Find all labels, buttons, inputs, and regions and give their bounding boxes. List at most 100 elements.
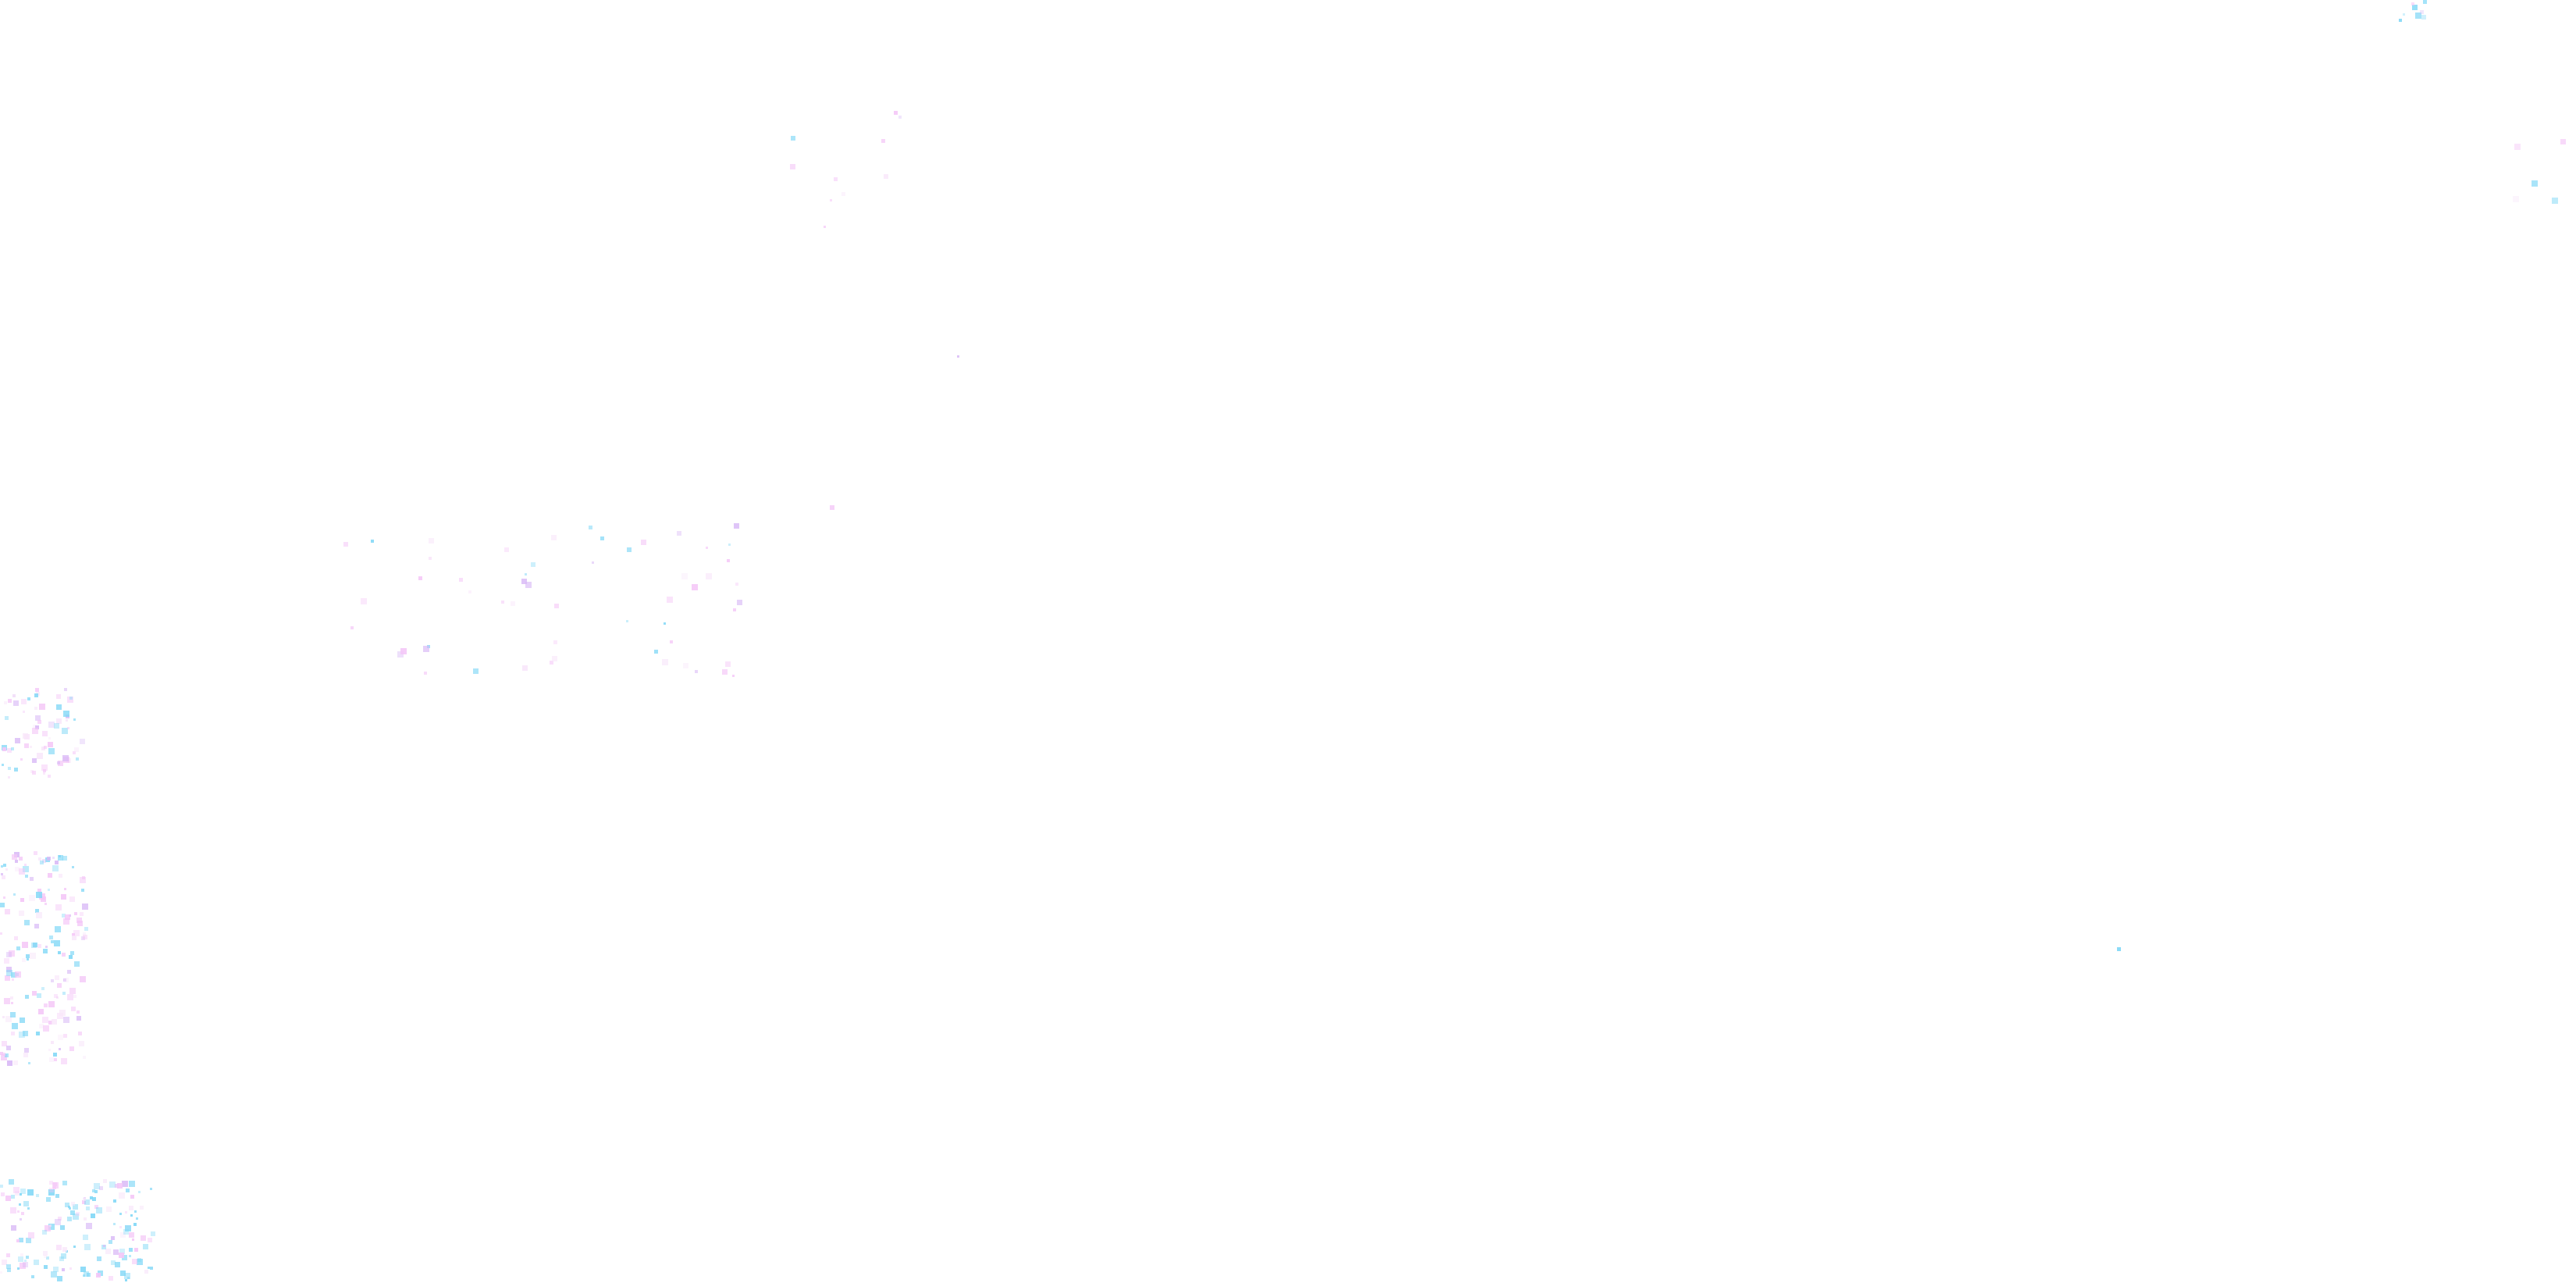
noise-speckle	[61, 1253, 66, 1259]
noise-speckle	[127, 1277, 130, 1279]
noise-speckle	[61, 894, 66, 900]
noise-speckle	[2423, 0, 2427, 4]
noise-speckle	[37, 720, 41, 724]
noise-speckle	[23, 866, 29, 872]
noise-speckle	[501, 601, 504, 604]
noise-speckle	[73, 718, 76, 721]
noise-speckle	[20, 898, 24, 902]
noise-speckle	[423, 646, 429, 652]
noise-speckle	[5, 909, 10, 914]
noise-speckle	[400, 648, 407, 654]
noise-speckle	[881, 139, 885, 143]
noise-speckle	[35, 688, 39, 692]
noise-speckle	[69, 1267, 72, 1270]
noise-speckle	[17, 1267, 20, 1270]
noise-speckle	[115, 1184, 119, 1188]
noise-speckle	[48, 722, 55, 728]
noise-speckle	[122, 1181, 128, 1187]
noise-speckle	[735, 583, 738, 586]
noise-speckle	[122, 1255, 127, 1260]
noise-speckle	[132, 1259, 137, 1264]
noise-speckle	[33, 725, 37, 729]
noise-speckle	[61, 1058, 67, 1064]
noise-speckle	[52, 865, 59, 871]
noise-speckle	[23, 1262, 28, 1267]
noise-speckle	[5, 1196, 11, 1201]
noise-speckle	[8, 699, 12, 703]
noise-speckle	[830, 505, 834, 510]
noise-speckle	[86, 1206, 90, 1210]
noise-speckle	[129, 1232, 134, 1238]
noise-speckle	[106, 1206, 112, 1212]
noise-speckle	[19, 1238, 23, 1242]
noise-speckle	[722, 669, 728, 675]
noise-speckle	[65, 1203, 69, 1207]
noise-speckle	[43, 1251, 48, 1256]
noise-speckle	[654, 650, 658, 654]
noise-speckle	[49, 1057, 54, 1062]
noise-speckle	[427, 645, 430, 648]
noise-speckle	[884, 174, 888, 179]
noise-speckle	[36, 892, 42, 898]
noise-speckle	[550, 661, 553, 665]
noise-speckle	[83, 1056, 86, 1059]
noise-speckle	[32, 771, 36, 775]
noise-speckle	[48, 873, 52, 878]
noise-speckle	[34, 1260, 39, 1265]
noise-speckle	[53, 1182, 57, 1186]
noise-speckle	[552, 656, 557, 661]
noise-speckle	[126, 1189, 130, 1192]
noise-speckle	[101, 1245, 106, 1249]
noise-speckle	[36, 1032, 40, 1035]
noise-speckle	[151, 1231, 155, 1236]
noise-speckle	[73, 995, 76, 998]
noise-speckle	[23, 1053, 28, 1057]
noise-speckle	[6, 970, 12, 976]
noise-speckle	[129, 1248, 133, 1252]
noise-speckle	[24, 920, 30, 925]
noise-speckle	[12, 978, 14, 981]
noise-speckle	[36, 692, 40, 696]
noise-speckle	[48, 748, 55, 754]
noise-speckle	[54, 1058, 57, 1061]
noise-speckle	[791, 136, 795, 141]
noise-speckle	[39, 893, 45, 900]
noise-speckle	[69, 988, 76, 994]
noise-speckle	[119, 1226, 122, 1228]
noise-speckle	[94, 1190, 98, 1193]
noise-speckle	[67, 697, 73, 703]
noise-speckle	[119, 1213, 122, 1215]
noise-speckle	[59, 1048, 61, 1050]
noise-speckle	[134, 1248, 138, 1252]
noise-speckle	[62, 728, 68, 734]
noise-speckle	[16, 1239, 20, 1242]
noise-speckle	[52, 1019, 57, 1025]
noise-speckle	[55, 1219, 61, 1225]
noise-speckle	[71, 1202, 75, 1206]
noise-speckle	[0, 932, 2, 935]
noise-speckle	[73, 1214, 79, 1220]
noise-speckle	[20, 1218, 22, 1221]
noise-speckle	[140, 1206, 144, 1210]
noise-speckle	[34, 924, 39, 928]
noise-speckle	[33, 943, 37, 947]
noise-speckle	[60, 1225, 65, 1230]
noise-speckle	[67, 1217, 72, 1221]
noise-speckle	[5, 1053, 9, 1057]
noise-speckle	[57, 1276, 62, 1281]
noise-speckle	[136, 1217, 138, 1220]
noise-speckle	[49, 1181, 53, 1185]
noise-speckle	[5, 975, 10, 981]
noise-speckle	[69, 1046, 74, 1051]
noise-speckle	[4, 958, 9, 964]
noise-speckle	[44, 1265, 48, 1269]
noise-speckle	[134, 1210, 137, 1213]
noise-speckle	[22, 958, 26, 962]
noise-speckle	[62, 953, 66, 957]
noise-speckle	[361, 598, 367, 604]
noise-speckle	[91, 1214, 95, 1218]
noise-speckle	[84, 1217, 87, 1221]
noise-speckle	[97, 1256, 101, 1261]
noise-speckle	[103, 1245, 105, 1247]
noise-speckle	[66, 715, 69, 718]
